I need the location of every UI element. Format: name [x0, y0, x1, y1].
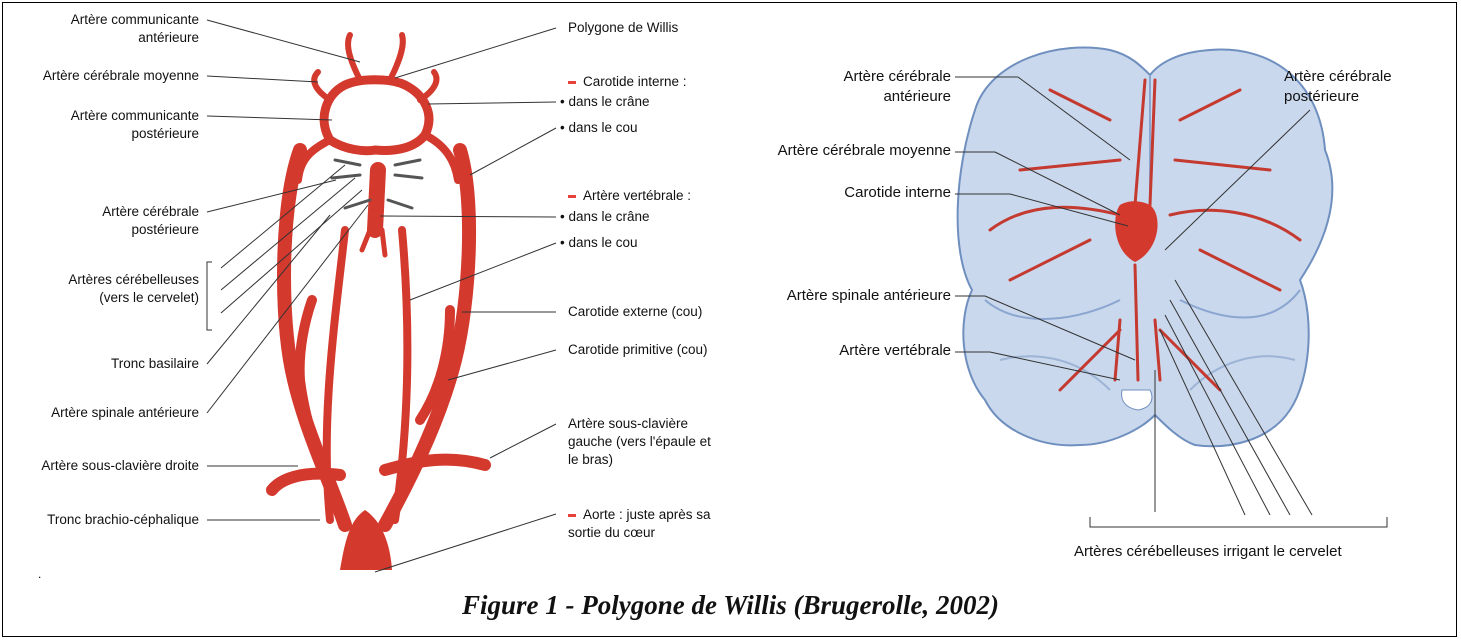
label-arteria-communicante-anterieure-2: antérieure	[138, 29, 199, 47]
label-arteria-cerebrale-moyenne: Artère cérébrale moyenne	[43, 67, 199, 85]
label-sous-claviere-gauche-3: le bras)	[568, 451, 613, 469]
label-rp-cerebrale-posterieure-1: Artère cérébrale	[1284, 67, 1392, 87]
label-carotide-primitive: Carotide primitive (cou)	[568, 341, 708, 359]
label-arteria-spinale-anterieure-left: Artère spinale antérieure	[51, 404, 199, 422]
arterial-tree-drawing	[272, 35, 485, 570]
label-rp-spinale-anterieure: Artère spinale antérieure	[787, 286, 951, 306]
label-arteres-cerebelleuses-2: (vers le cervelet)	[99, 289, 199, 307]
label-arteria-communicante-posterieure-1: Artère communicante	[71, 107, 199, 125]
label-arteria-sous-claviere-droite: Artère sous-clavière droite	[41, 457, 199, 475]
label-rp-cerebrale-anterieure-1: Artère cérébrale	[843, 67, 951, 87]
label-sous-claviere-gauche-1: Artère sous-clavière	[568, 415, 688, 433]
label-rp-cerebrale-posterieure-2: postérieure	[1284, 87, 1359, 107]
label-carotide-externe: Carotide externe (cou)	[568, 303, 702, 321]
label-arteria-vertebrale: Artère vertébrale :	[583, 187, 691, 205]
label-carotide-interne: Carotide interne :	[583, 73, 687, 91]
label-tronc-brachio-cephalique: Tronc brachio-céphalique	[47, 511, 199, 529]
label-vertebrale-cou: • dans le cou	[560, 234, 638, 252]
label-aorte-2: sortie du cœur	[568, 524, 655, 542]
label-arteria-communicante-posterieure-2: postérieure	[131, 125, 199, 143]
label-vertebrale-crane: • dans le crâne	[560, 208, 650, 226]
label-carotide-interne-crane: • dans le crâne	[560, 93, 650, 111]
label-rp-cerebrale-anterieure-2: antérieure	[883, 87, 951, 107]
left-leader-lines	[207, 20, 556, 572]
stray-dot: .	[38, 567, 41, 581]
label-sous-claviere-gauche-2: gauche (vers l'épaule et	[568, 433, 711, 451]
label-polygone-de-willis: Polygone de Willis	[568, 19, 678, 37]
label-arteria-cerebrale-posterieure-2: postérieure	[131, 221, 199, 239]
label-rp-cerebrale-moyenne: Artère cérébrale moyenne	[778, 141, 951, 161]
figure-caption: Figure 1 - Polygone de Willis (Brugeroll…	[0, 590, 1461, 621]
label-rp-arteria-vertebrale: Artère vertébrale	[839, 341, 951, 361]
label-tronc-basilaire: Tronc basilaire	[111, 355, 199, 373]
brain-base-drawing	[958, 48, 1333, 447]
label-rp-carotide-interne: Carotide interne	[844, 183, 951, 203]
label-carotide-interne-cou: • dans le cou	[560, 119, 638, 137]
label-arteria-communicante-anterieure-1: Artère communicante	[71, 11, 199, 29]
label-rp-arteres-cerebelleuses: Artères cérébelleuses irrigant le cervel…	[1074, 542, 1342, 562]
label-arteria-cerebrale-posterieure-1: Artère cérébrale	[102, 203, 199, 221]
label-aorte-1: Aorte : juste après sa	[583, 506, 711, 524]
label-arteres-cerebelleuses-1: Artères cérébelleuses	[68, 271, 199, 289]
